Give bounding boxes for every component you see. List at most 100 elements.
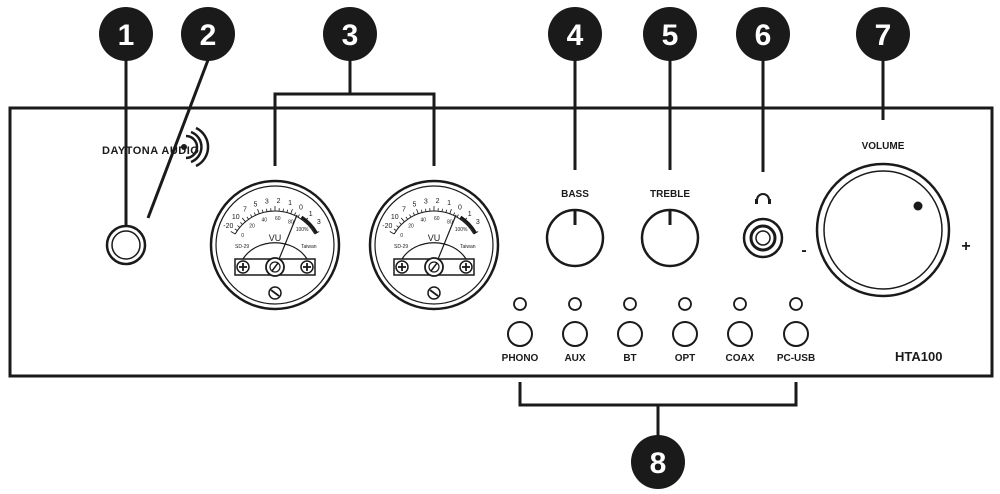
meter-scale-arc [393, 210, 475, 235]
callout-2: 2 [181, 7, 235, 61]
meter-tick [253, 212, 256, 216]
input-bt-button[interactable] [617, 321, 643, 347]
headphone-jack[interactable] [742, 193, 784, 259]
volume-indicator-dot [913, 201, 923, 211]
meter-scale-label: 3 [476, 219, 480, 226]
callout-8: 8 [631, 435, 685, 489]
meter-scale-label: 7 [402, 207, 406, 214]
meter-percent-label: 20 [249, 223, 255, 229]
meter-tick [412, 212, 415, 216]
meter-percent-label: 100% [296, 227, 309, 233]
meter-percent-label: 20 [408, 223, 414, 229]
meter-scale-label: 1 [309, 211, 313, 218]
meter-tick [453, 212, 456, 216]
meter-tick [294, 212, 297, 216]
input-pc-usb-button[interactable] [783, 321, 809, 347]
meter-left-note: SD-29 [235, 244, 249, 250]
input-led-indicator [789, 297, 803, 311]
meter-scale-label: -20 [382, 223, 392, 230]
volume-knob-inner [823, 170, 943, 290]
input-opt-selector[interactable]: OPT [672, 297, 698, 364]
input-bt-selector[interactable]: BT [617, 297, 643, 364]
volume-minus-label: - [801, 242, 806, 259]
meter-tick [425, 208, 427, 212]
meter-tick [237, 225, 241, 228]
input-phono-selector[interactable]: PHONO [502, 297, 539, 364]
meter-left-note: SD-29 [394, 244, 408, 250]
input-phono-button[interactable] [507, 321, 533, 347]
power-button[interactable] [105, 224, 147, 266]
callout-1: 1 [99, 7, 153, 61]
meter-tick [240, 222, 243, 225]
meter-scale-label: 10 [232, 214, 240, 221]
meter-tick [234, 228, 238, 231]
callout-number: 3 [342, 19, 359, 52]
meter-tick [286, 209, 289, 213]
meter-tick [389, 231, 395, 235]
meter-scale-label: 3 [424, 199, 428, 206]
meter-scale-label: 1 [468, 211, 472, 218]
meter-tick [261, 209, 264, 213]
leader-line-2 [146, 59, 210, 219]
input-aux-button[interactable] [562, 321, 588, 347]
headphone-icon [755, 193, 771, 204]
callout-number: 6 [755, 19, 772, 52]
input-opt-button[interactable] [672, 321, 698, 347]
bass-control[interactable]: BASS [545, 189, 605, 268]
callout-7: 7 [856, 7, 910, 61]
input-aux-selector[interactable]: AUX [562, 297, 588, 364]
meter-scale-label: 5 [413, 202, 417, 209]
meter-scale-label: 3 [317, 219, 321, 226]
treble-control[interactable]: TREBLE [640, 189, 700, 268]
meter-tick [449, 208, 452, 214]
meter-scale-label: 3 [265, 199, 269, 206]
meter-tick [266, 208, 268, 212]
input-led-indicator [513, 297, 527, 311]
input-label: PC-USB [777, 353, 815, 364]
meter-housing [242, 242, 308, 260]
meter-scale-label: 2 [436, 198, 440, 205]
callout-number: 4 [567, 19, 584, 52]
meter-housing [401, 242, 467, 260]
meter-vu-label: VU [428, 233, 441, 243]
brand-name: DAYTONA AUDIO [102, 145, 199, 157]
input-label: BT [623, 353, 636, 364]
volume-control[interactable]: VOLUME - + [801, 141, 971, 298]
input-led-indicator [678, 297, 692, 311]
callout-number: 1 [118, 19, 135, 52]
treble-label: TREBLE [650, 189, 690, 200]
meter-scale-label: 0 [458, 204, 462, 211]
input-pc-usb-selector[interactable]: PC-USB [777, 297, 815, 364]
callout-number: 7 [875, 19, 892, 52]
power-indicator-ring [111, 230, 141, 260]
input-led-indicator [733, 297, 747, 311]
zero-adjust-slot [429, 289, 439, 297]
meter-tick [290, 208, 293, 214]
meter-tick [400, 217, 405, 223]
meter-tick [420, 209, 423, 213]
meter-scale-label: 1 [288, 200, 292, 207]
sound-waves-icon [181, 126, 210, 168]
input-label: OPT [675, 353, 696, 364]
meter-tick [246, 216, 249, 220]
meter-tick [250, 214, 253, 218]
input-coax-button[interactable] [727, 321, 753, 347]
callout-number: 8 [650, 447, 667, 480]
pivot-slot [271, 262, 279, 272]
leader-bracket-8 [518, 382, 798, 407]
meter-scale-label: 2 [277, 198, 281, 205]
model-name: HTA100 [895, 349, 942, 364]
meter-right-note: Taiwan [301, 244, 317, 250]
meter-right-note: Taiwan [460, 244, 476, 250]
zero-adjust-slot [270, 289, 280, 297]
meter-tick [399, 222, 402, 225]
meter-percent-label: 40 [420, 218, 426, 224]
input-coax-selector[interactable]: COAX [726, 297, 755, 364]
callout-6: 6 [736, 7, 790, 61]
meter-tick [409, 214, 412, 218]
meter-tick [282, 208, 284, 212]
meter-tick [257, 208, 260, 214]
pivot-slot [430, 262, 438, 272]
